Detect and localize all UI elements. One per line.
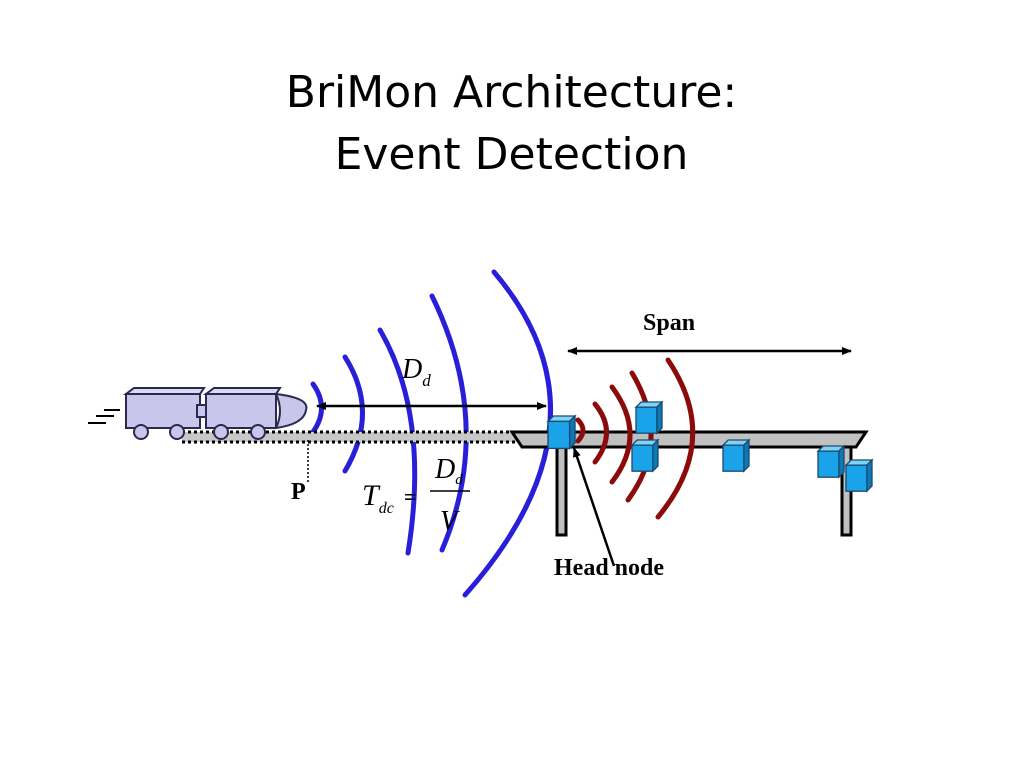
bridge-wave — [575, 417, 586, 444]
point-p-label: P — [291, 479, 306, 505]
detection-wave — [429, 293, 469, 553]
detection-wave — [377, 327, 418, 556]
bridge-waves — [575, 357, 696, 520]
train-icon — [88, 387, 308, 440]
svg-text:=: = — [404, 484, 417, 509]
bridge-wave — [609, 384, 633, 485]
detection-wave — [310, 381, 324, 435]
detection-time-formula: Tdc = Dd V — [362, 454, 470, 537]
bridge-wave — [625, 370, 654, 503]
bridge-deck — [509, 430, 869, 449]
sensor-node-icon — [547, 415, 576, 450]
slide-title: BriMon Architecture: Event Detection — [0, 62, 1023, 186]
svg-text:Dd: Dd — [434, 454, 463, 488]
sensor-node-icon — [722, 439, 750, 472]
head-node-pointer — [572, 447, 616, 567]
sensor-node-icon — [635, 401, 663, 434]
sensor-node-icon — [631, 439, 659, 472]
railway-track — [182, 430, 522, 444]
svg-text:Tdc: Tdc — [362, 479, 394, 517]
title-line-2: Event Detection — [334, 129, 689, 180]
bridge-pillar-left — [555, 445, 568, 537]
span-label: Span — [643, 310, 695, 336]
sensor-node-icon — [845, 459, 873, 492]
motion-lines-icon — [88, 409, 120, 424]
bridge-wave — [592, 401, 609, 465]
detection-wave — [342, 354, 365, 474]
bridge-wave — [655, 357, 696, 520]
distance-label: Dd — [401, 354, 431, 390]
sensor-node-icon — [817, 445, 845, 478]
title-line-1: BriMon Architecture: — [285, 67, 738, 118]
svg-text:V: V — [440, 506, 460, 537]
head-node-label: Head node — [554, 555, 664, 581]
